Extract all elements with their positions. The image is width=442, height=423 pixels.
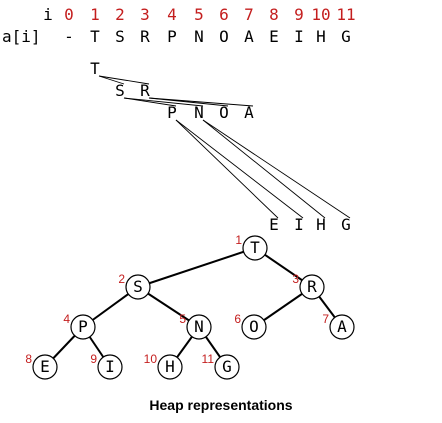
array-index-2: 2 [115, 5, 125, 24]
array-value-7: A [244, 27, 254, 46]
tree-node-circle-3 [299, 274, 325, 300]
tree-node-index-11: 11 [202, 352, 215, 366]
tree-node-index-7: 7 [322, 312, 329, 326]
array-value-1: T [90, 27, 100, 46]
tree-node-3: R3 [292, 272, 325, 300]
tree-node-index-10: 10 [144, 352, 158, 366]
array-index-0: 0 [64, 5, 74, 24]
tree-node-key-5: N [194, 317, 204, 336]
tree-node-circle-9 [97, 354, 123, 380]
tree-node-5: N5 [179, 312, 212, 340]
tree-node-8: E8 [25, 352, 58, 380]
fan-letter-9: I [294, 215, 304, 234]
array-value-3: R [140, 27, 150, 46]
value-row-label: a[i] [2, 27, 41, 46]
tree-node-circle-4 [70, 314, 96, 340]
tree-node-circle-8 [32, 354, 58, 380]
tree-node-key-6: O [249, 317, 259, 336]
fan-line-2-4 [123, 97, 177, 107]
array-value-8: E [269, 27, 279, 46]
tree-node-index-4: 4 [63, 312, 70, 326]
tree-node-11: G 11 [202, 352, 240, 380]
tree-node-key-11: G [222, 357, 232, 376]
fan-line-3-7 [148, 97, 254, 107]
array-index-1: 1 [90, 5, 100, 24]
array-index-10: 10 [311, 5, 330, 24]
tree-node-10: H 10 [144, 352, 183, 380]
array-value-11: G [341, 27, 351, 46]
fan-line-5-11 [202, 119, 351, 219]
tree-node-key-1: T [250, 238, 260, 257]
tree-node-index-9: 9 [90, 352, 97, 366]
tree-node-key-9: I [105, 357, 115, 376]
array-index-5: 5 [194, 5, 204, 24]
tree-node-4: P4 [63, 312, 96, 340]
tree-node-7: A7 [322, 312, 355, 340]
tree-node-key-10: H [165, 357, 175, 376]
fan-line-4-9 [175, 119, 304, 219]
tree-node-circle-6 [241, 314, 267, 340]
fan-letter-2: S [115, 81, 125, 100]
tree-node-circle-1 [242, 235, 268, 261]
fan-letter-1: T [90, 59, 100, 78]
tree-node-index-5: 5 [179, 312, 186, 326]
array-value-0: - [64, 27, 74, 46]
fan-letter-3: R [140, 81, 150, 100]
fan-line-1-3 [98, 75, 150, 85]
tree-node-circle-5 [186, 314, 212, 340]
tree-node-index-6: 6 [234, 312, 241, 326]
fan-lines [98, 75, 351, 219]
array-index-4: 4 [167, 5, 177, 24]
array-index-7: 7 [244, 5, 254, 24]
fan-line-5-10 [202, 119, 326, 219]
fan-line-4-8 [175, 119, 279, 219]
tree-edges [44, 247, 343, 368]
caption: Heap representations [149, 397, 292, 413]
fan-letter-10: H [316, 215, 326, 234]
array-value-5: N [194, 27, 204, 46]
array-index-8: 8 [269, 5, 279, 24]
array-index-3: 3 [140, 5, 150, 24]
array-value-10: H [316, 27, 326, 46]
tree-node-1: T1 [235, 233, 268, 261]
tree-node-index-3: 3 [292, 272, 299, 286]
array-value-2: S [115, 27, 125, 46]
fan-line-1-2 [98, 75, 125, 85]
tree-node-key-8: E [40, 357, 50, 376]
tree-node-circle-11 [214, 354, 240, 380]
tree-node-circle-10 [157, 354, 183, 380]
tree-node-key-7: A [337, 317, 347, 336]
tree-edge-1-2 [137, 247, 256, 288]
fan-letter-11: G [341, 215, 351, 234]
array-value-6: O [219, 27, 229, 46]
array-index-11: 11 [336, 5, 355, 24]
fan-letter-8: E [269, 215, 279, 234]
tree-node-index-1: 1 [235, 233, 242, 247]
fan-letter-7: A [244, 103, 254, 122]
tree-node-circle-2 [125, 274, 151, 300]
tree-node-index-2: 2 [118, 272, 125, 286]
tree-node-key-3: R [307, 277, 317, 296]
fan-line-2-5 [123, 97, 204, 107]
tree-node-key-4: P [78, 317, 88, 336]
array-value-9: I [294, 27, 304, 46]
array-index-6: 6 [219, 5, 229, 24]
tree-node-key-2: S [133, 277, 143, 296]
fan-letter-6: O [219, 103, 229, 122]
tree-node-index-8: 8 [25, 352, 32, 366]
fan-letter-5: N [194, 103, 204, 122]
array-index-9: 9 [294, 5, 304, 24]
tree-node-6: O6 [234, 312, 267, 340]
tree-node-9: I9 [90, 352, 123, 380]
index-row-label: i [43, 5, 53, 24]
tree-node-circle-7 [329, 314, 355, 340]
tree-node-2: S2 [118, 272, 151, 300]
array-value-4: P [167, 27, 177, 46]
fan-letter-4: P [167, 103, 177, 122]
